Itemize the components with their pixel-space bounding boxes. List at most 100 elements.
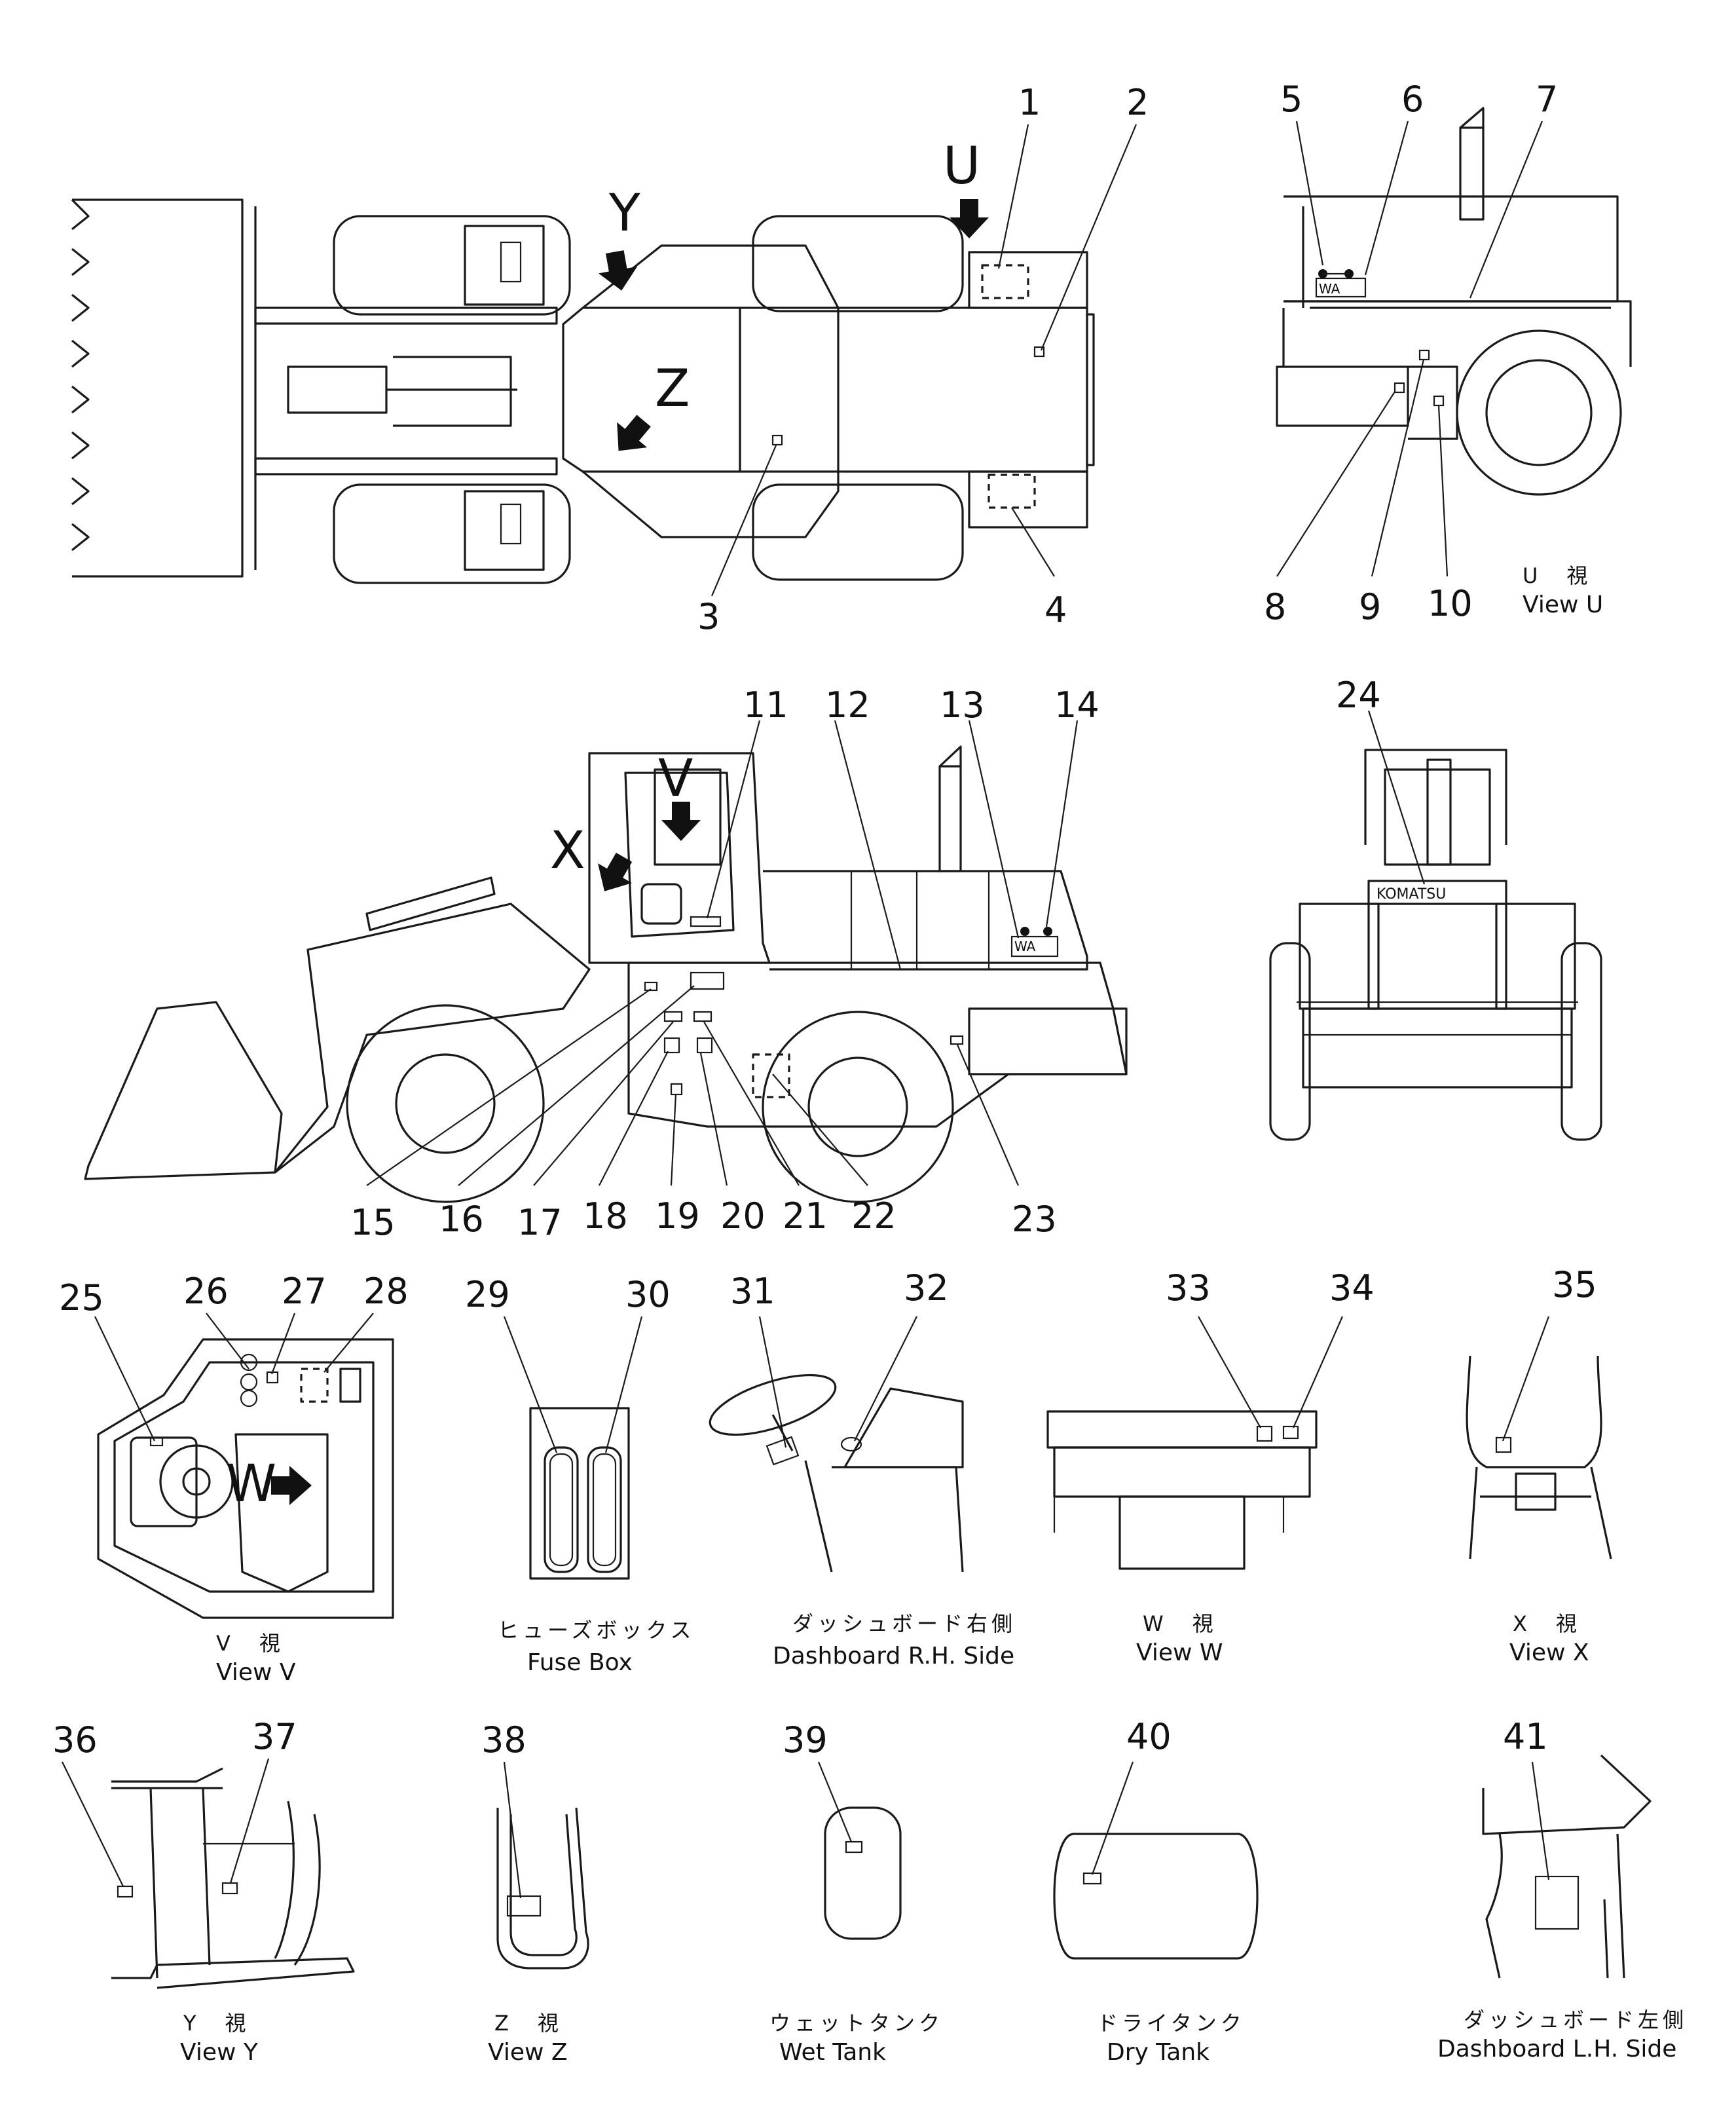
leader-line-35 bbox=[1502, 1316, 1550, 1442]
callout-29: 29 bbox=[465, 1274, 510, 1315]
caption-fuse-box-en: Fuse Box bbox=[527, 1649, 633, 1676]
callout-10: 10 bbox=[1428, 583, 1473, 624]
callout-33: 33 bbox=[1166, 1267, 1211, 1309]
caption-dash-rh-en: Dashboard R.H. Side bbox=[773, 1643, 1014, 1670]
caption-fuse-box-jp: ヒューズボックス bbox=[498, 1618, 695, 1643]
wa-plate-u: WA bbox=[1319, 281, 1340, 297]
callout-31: 31 bbox=[730, 1271, 775, 1312]
caption-view-x-jp: X 視 bbox=[1513, 1611, 1581, 1636]
side-view-drawing: WA bbox=[84, 745, 1128, 1203]
wet-tank-drawing bbox=[824, 1806, 902, 1940]
view-w-drawing bbox=[1046, 1410, 1318, 1570]
callout-40: 40 bbox=[1126, 1716, 1172, 1757]
caption-dry-tank-en: Dry Tank bbox=[1107, 2039, 1210, 2066]
callout-6: 6 bbox=[1401, 79, 1424, 120]
leader-lines-top bbox=[711, 124, 1137, 597]
leader-lines-u bbox=[1276, 121, 1543, 577]
callout-14: 14 bbox=[1054, 684, 1099, 726]
caption-wet-tank-en: Wet Tank bbox=[779, 2039, 886, 2066]
leader-lines-side bbox=[366, 720, 1079, 1186]
caption-view-v-en: View V bbox=[216, 1659, 296, 1686]
caption-view-v-jp: V 視 bbox=[216, 1631, 284, 1656]
callout-16: 16 bbox=[439, 1199, 484, 1240]
fuse-box-drawing bbox=[529, 1407, 630, 1580]
rear-view-drawing: KOMATSU bbox=[1269, 749, 1602, 1141]
leader-line-38 bbox=[503, 1761, 522, 1899]
caption-view-y-en: View Y bbox=[180, 2039, 259, 2066]
callout-32: 32 bbox=[904, 1267, 949, 1309]
view-marker-z: Z bbox=[655, 360, 690, 419]
view-marker-v: V bbox=[658, 749, 693, 808]
caption-view-z-jp: Z 視 bbox=[494, 2011, 563, 2036]
callout-7: 7 bbox=[1536, 79, 1558, 120]
callout-24: 24 bbox=[1336, 675, 1381, 716]
callout-20: 20 bbox=[720, 1195, 766, 1237]
view-marker-w: W bbox=[226, 1455, 276, 1514]
callout-36: 36 bbox=[52, 1719, 98, 1761]
caption-view-z-en: View Z bbox=[488, 2039, 568, 2066]
caption-view-y-jp: Y 視 bbox=[183, 2011, 250, 2036]
callout-25: 25 bbox=[59, 1277, 104, 1318]
callout-22: 22 bbox=[851, 1195, 896, 1237]
view-u-drawing: WA bbox=[1276, 107, 1632, 496]
caption-dry-tank-jp: ドライタンク bbox=[1097, 2011, 1246, 2036]
callout-12: 12 bbox=[825, 684, 870, 726]
caption-dash-lh-en: Dashboard L.H. Side bbox=[1437, 2036, 1676, 2063]
callout-17: 17 bbox=[517, 1202, 563, 1243]
callout-41: 41 bbox=[1503, 1716, 1548, 1757]
callout-8: 8 bbox=[1264, 586, 1286, 627]
callout-35: 35 bbox=[1552, 1264, 1597, 1305]
caption-view-u-en: View U bbox=[1523, 591, 1603, 618]
view-marker-u: U bbox=[943, 137, 980, 196]
callout-34: 34 bbox=[1329, 1267, 1375, 1309]
top-view-drawing bbox=[71, 198, 1095, 584]
leader-lines-fuse bbox=[503, 1316, 643, 1453]
callout-38: 38 bbox=[481, 1719, 526, 1761]
callout-28: 28 bbox=[363, 1271, 409, 1312]
leader-lines-w bbox=[1198, 1316, 1344, 1428]
callout-13: 13 bbox=[940, 684, 985, 726]
callout-39: 39 bbox=[783, 1719, 828, 1761]
view-marker-x: X bbox=[550, 821, 585, 880]
callout-21: 21 bbox=[783, 1195, 828, 1237]
wa-plate-side: WA bbox=[1014, 939, 1036, 954]
callout-37: 37 bbox=[252, 1716, 297, 1757]
caption-dash-lh-jp: ダッシュボード左側 bbox=[1464, 2007, 1688, 2032]
leader-line-41 bbox=[1531, 1761, 1550, 1880]
caption-view-x-en: View X bbox=[1509, 1639, 1589, 1666]
callout-30: 30 bbox=[625, 1274, 671, 1315]
komatsu-plate: KOMATSU bbox=[1376, 886, 1446, 903]
dashboard-rh-drawing bbox=[709, 1373, 964, 1573]
callout-26: 26 bbox=[183, 1271, 229, 1312]
callout-2: 2 bbox=[1126, 82, 1149, 123]
view-marker-y: Y bbox=[608, 184, 640, 243]
leader-line-40 bbox=[1091, 1761, 1134, 1875]
caption-wet-tank-jp: ウェットタンク bbox=[769, 2011, 944, 2036]
callout-15: 15 bbox=[350, 1202, 396, 1243]
leader-line-39 bbox=[817, 1761, 853, 1842]
callout-1: 1 bbox=[1018, 82, 1041, 123]
view-z-drawing bbox=[496, 1807, 589, 1969]
callout-27: 27 bbox=[282, 1271, 327, 1312]
caption-view-w-en: View W bbox=[1136, 1639, 1223, 1666]
view-y-drawing bbox=[111, 1767, 355, 1989]
dry-tank-drawing bbox=[1053, 1833, 1259, 1960]
view-v-drawing bbox=[97, 1338, 394, 1619]
callout-4: 4 bbox=[1044, 589, 1067, 631]
callout-3: 3 bbox=[697, 596, 720, 637]
callout-23: 23 bbox=[1012, 1199, 1057, 1240]
caption-view-u-jp: U 視 bbox=[1523, 563, 1591, 588]
caption-dash-rh-jp: ダッシュボード右側 bbox=[792, 1611, 1016, 1636]
dashboard-lh-drawing bbox=[1482, 1754, 1652, 1979]
view-x-drawing bbox=[1466, 1355, 1612, 1559]
caption-view-w-jp: W 視 bbox=[1143, 1611, 1217, 1636]
callout-18: 18 bbox=[583, 1195, 628, 1237]
callout-9: 9 bbox=[1359, 586, 1381, 627]
leader-lines-v bbox=[94, 1313, 374, 1442]
leader-lines-dash-rh bbox=[758, 1316, 917, 1448]
callout-19: 19 bbox=[655, 1195, 700, 1237]
callout-5: 5 bbox=[1280, 79, 1302, 120]
callout-numbers: 1 2 3 4 5 6 7 8 9 10 11 12 13 14 15 16 1… bbox=[52, 79, 1597, 1761]
callout-11: 11 bbox=[743, 684, 788, 726]
